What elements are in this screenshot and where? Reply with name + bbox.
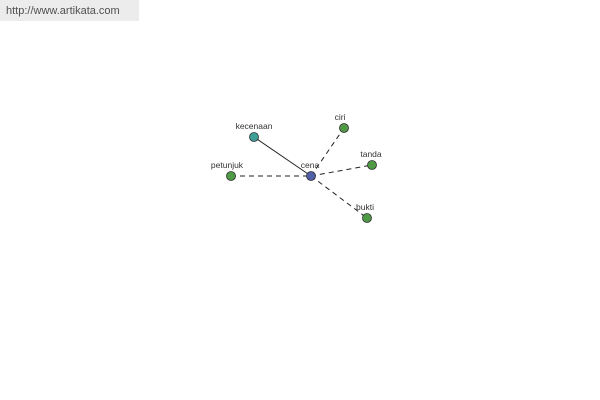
label-kecenaan: kecenaan [236,121,273,131]
label-cena: cena [301,160,320,170]
label-petunjuk: petunjuk [211,160,244,170]
edge-tanda [310,164,373,177]
edge-ciri [310,127,345,177]
node-kecenaan[interactable] [249,132,259,142]
source-url[interactable]: http://www.artikata.com [0,0,139,21]
node-cena[interactable] [306,171,316,181]
edge-bukti [310,175,368,219]
label-bukti: bukti [356,202,374,212]
node-petunjuk[interactable] [226,171,236,181]
node-ciri[interactable] [339,123,349,133]
label-ciri: ciri [335,112,346,122]
label-tanda: tanda [360,149,382,159]
node-tanda[interactable] [367,160,377,170]
node-bukti[interactable] [362,213,372,223]
edge-kecenaan [253,136,312,177]
